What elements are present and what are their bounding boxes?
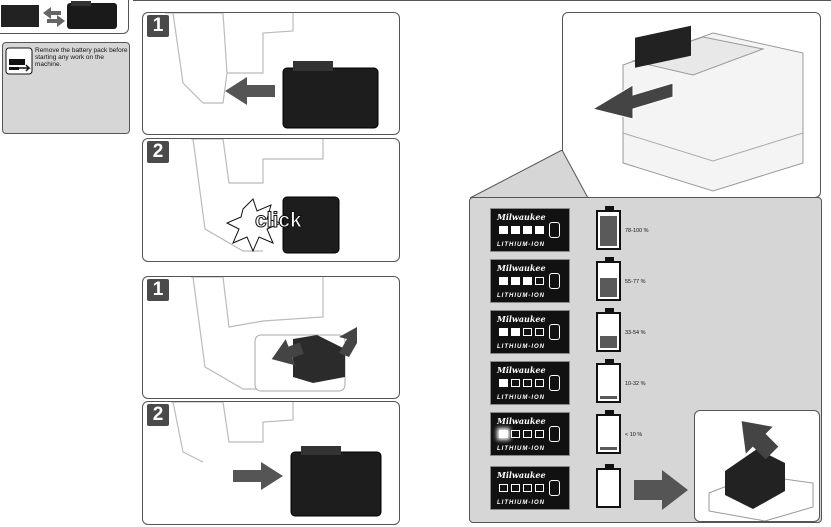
battery-fill [600, 277, 617, 297]
step-panel-insert-2: 2 [142, 401, 400, 525]
charge-level-row: Milwaukee LITHIUM-ION 10-32 % [490, 359, 670, 405]
battery-level-icon [596, 359, 621, 403]
led-indicator [511, 277, 520, 285]
battery-level-icon [596, 206, 621, 250]
battery-fill [600, 335, 617, 348]
tool-illustration [165, 13, 379, 129]
led-indicator [511, 484, 520, 492]
badge-subtitle: LITHIUM-ION [497, 446, 545, 452]
led-indicator [499, 328, 508, 336]
battery-pack-graphic [591, 25, 804, 192]
brand-logo: Milwaukee [497, 365, 546, 375]
battery-illustration [562, 12, 821, 198]
battery-level-icon [596, 257, 621, 301]
charger-illustration [694, 410, 820, 522]
led-indicator [499, 277, 508, 285]
led-indicator [523, 430, 532, 438]
tool-illustration [191, 139, 340, 254]
led-indicator [511, 379, 520, 387]
charger-graphic [708, 421, 814, 521]
step-number: 1 [147, 279, 169, 301]
remove-battery-icon [5, 47, 33, 75]
led-indicator [499, 484, 508, 492]
top-left-illustration [0, 0, 129, 34]
led-indicator [535, 379, 544, 387]
badge-subtitle: LITHIUM-ION [497, 293, 545, 299]
charge-range-label: 78-100 % [625, 228, 649, 234]
fuel-gauge-badge: Milwaukee LITHIUM-ION [490, 361, 570, 405]
brand-logo: Milwaukee [497, 263, 546, 273]
gauge-button-icon [549, 222, 560, 238]
brand-logo: Milwaukee [497, 416, 546, 426]
led-indicator [535, 226, 544, 234]
fuel-gauge-badge: Milwaukee LITHIUM-ION [490, 259, 570, 303]
led-indicator-flashing [499, 430, 508, 438]
led-indicator [523, 277, 532, 285]
badge-subtitle: LITHIUM-ION [497, 395, 545, 401]
top-rule [133, 0, 831, 1]
step-number: 2 [147, 404, 169, 426]
battery-fill [600, 395, 617, 399]
led-indicator [535, 328, 544, 336]
gauge-button-icon [549, 273, 560, 289]
badge-subtitle: LITHIUM-ION [497, 344, 545, 350]
led-indicator [511, 430, 520, 438]
led-indicator [523, 328, 532, 336]
arrow-right-icon [634, 470, 688, 510]
led-indicator [535, 430, 544, 438]
gauge-button-icon [549, 426, 560, 442]
battery-swap-icon [1, 1, 117, 29]
step-panel-insert-1: 1 [142, 276, 400, 399]
charge-level-row: Milwaukee LITHIUM-ION 55-77 % [490, 257, 670, 303]
led-indicator [523, 484, 532, 492]
charge-range-label: 33-54 % [625, 330, 646, 336]
step-number: 1 [147, 15, 169, 37]
battery-level-icon [596, 464, 621, 508]
led-indicator [499, 379, 508, 387]
brand-logo: Milwaukee [497, 470, 546, 480]
led-indicator [535, 277, 544, 285]
led-indicator [511, 226, 520, 234]
tool-illustration [191, 277, 357, 392]
gauge-button-icon [549, 324, 560, 340]
charge-level-row: Milwaukee LITHIUM-ION [490, 464, 670, 510]
safety-note: Remove the battery pack before starting … [2, 42, 130, 134]
click-label: click [255, 209, 303, 233]
brand-logo: Milwaukee [497, 212, 546, 222]
badge-subtitle: LITHIUM-ION [497, 500, 545, 506]
fuel-gauge-badge: Milwaukee LITHIUM-ION [490, 466, 570, 510]
led-indicator [499, 226, 508, 234]
charge-range-label: < 10 % [625, 432, 643, 438]
led-indicator [523, 226, 532, 234]
battery-fill [600, 215, 617, 246]
step-panel-remove-1: 1 [142, 12, 400, 135]
battery-level-icon [596, 410, 621, 454]
safety-note-text: Remove the battery pack before starting … [35, 47, 128, 68]
fuel-gauge-badge: Milwaukee LITHIUM-ION [490, 310, 570, 354]
battery-level-icon [596, 308, 621, 352]
led-indicator [535, 484, 544, 492]
charge-level-panel: Milwaukee LITHIUM-ION 78-100 % Milwaukee… [469, 197, 822, 523]
charge-level-row: Milwaukee LITHIUM-ION < 10 % [490, 410, 670, 456]
step-number: 2 [147, 141, 169, 163]
gauge-button-icon [549, 375, 560, 391]
led-indicator [523, 379, 532, 387]
charge-level-row: Milwaukee LITHIUM-ION 78-100 % [490, 206, 670, 252]
step-panel-remove-2: 2 click [142, 138, 400, 262]
fuel-gauge-badge: Milwaukee LITHIUM-ION [490, 412, 570, 456]
callout-connector [470, 150, 589, 199]
tool-illustration [171, 402, 382, 517]
fuel-gauge-badge: Milwaukee LITHIUM-ION [490, 208, 570, 252]
badge-subtitle: LITHIUM-ION [497, 242, 545, 248]
charge-range-label: 55-77 % [625, 279, 646, 285]
charge-level-row: Milwaukee LITHIUM-ION 33-54 % [490, 308, 670, 354]
gauge-button-icon [549, 480, 560, 496]
led-indicator [511, 328, 520, 336]
brand-logo: Milwaukee [497, 314, 546, 324]
battery-fill [600, 447, 617, 450]
charge-range-label: 10-32 % [625, 381, 646, 387]
